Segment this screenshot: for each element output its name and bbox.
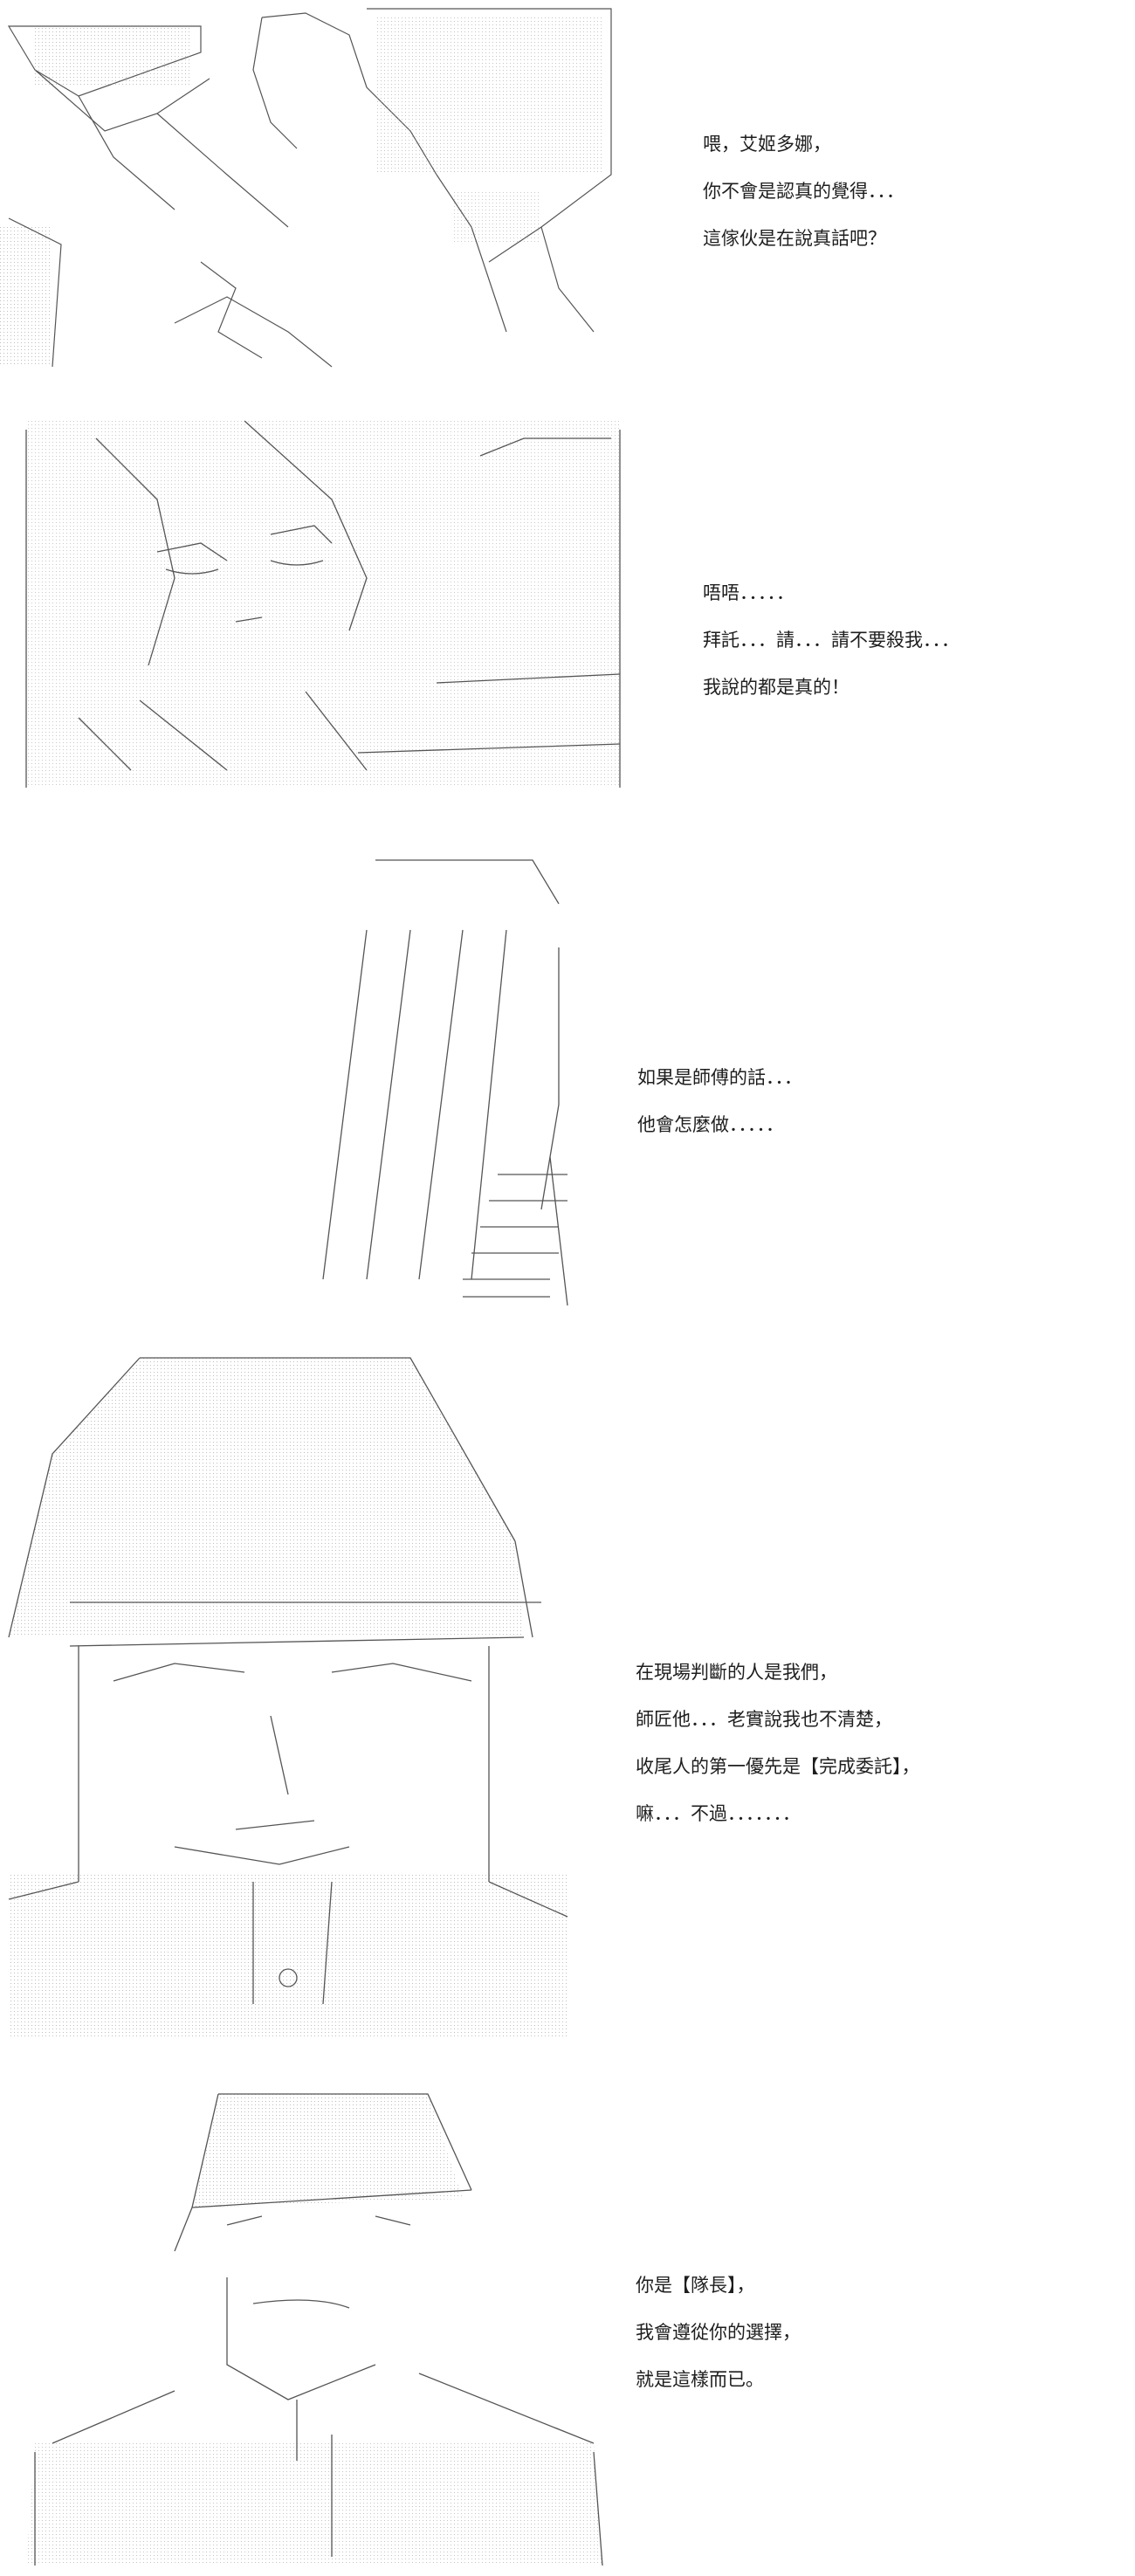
dialogue-line: 在現場判斷的人是我們， [636, 1662, 837, 1683]
dialogue-line: 唔唔．．．．． [703, 582, 794, 603]
dialogue-box: 唔唔．．．．． 拜託．．．請．．．請不要殺我．．． 我說的都是真的！ [703, 569, 960, 711]
panel-3: 如果是師傅的話．．． 他會怎麼做．．．．． [0, 843, 1135, 1323]
dialogue-line: 拜託．．．請．．．請不要殺我．．． [703, 630, 960, 651]
dialogue-line: 師匠他．．．老實說我也不清楚， [636, 1709, 892, 1730]
dialogue-line: 就是這樣而已。 [636, 2369, 764, 2390]
ascii-art-smiling-figure [0, 2077, 629, 2566]
dialogue-box: 喂，艾姬多娜， 你不會是認真的覺得．．． 這傢伙是在說真話吧？ [703, 121, 905, 262]
dialogue-line: 他會怎麼做．．．．． [637, 1114, 784, 1135]
dialogue-line: 嘛．．．不過．．．．．．． [636, 1803, 801, 1824]
dialogue-line: 我會遵從你的選擇， [636, 2322, 801, 2343]
dialogue-line: 收尾人的第一優先是【完成委託】， [636, 1756, 920, 1777]
dialogue-box: 你是【隊長】， 我會遵從你的選擇， 就是這樣而已。 [636, 2262, 801, 2403]
panel-2: 唔唔．．．．． 拜託．．．請．．．請不要殺我．．． 我說的都是真的！ [0, 403, 1135, 814]
panel-5: 你是【隊長】， 我會遵從你的選擇， 就是這樣而已。 [0, 2077, 1135, 2566]
ascii-art-drawing [322, 859, 568, 1306]
ascii-art-drawing [8, 1357, 568, 2039]
ascii-art-drawing [0, 8, 612, 368]
ascii-art-two-figures [0, 0, 646, 375]
dialogue-line: 如果是師傅的話．．． [637, 1067, 802, 1088]
ascii-art-drawing [25, 420, 621, 788]
dialogue-line: 你不會是認真的覺得．．． [703, 181, 905, 202]
dialogue-box: 在現場判斷的人是我們， 師匠他．．．老實說我也不清楚， 收尾人的第一優先是【完成… [636, 1649, 920, 1837]
ascii-art-frightened-girl [0, 403, 646, 814]
panel-4: 在現場判斷的人是我們， 師匠他．．．老實說我也不清楚， 收尾人的第一優先是【完成… [0, 1340, 1135, 2056]
dialogue-line: 我說的都是真的！ [703, 677, 850, 698]
panel-1: 喂，艾姬多娜， 你不會是認真的覺得．．． 這傢伙是在說真話吧？ [0, 0, 1135, 375]
ascii-art-hooded-figure [0, 1340, 611, 2056]
dialogue-line: 喂，艾姬多娜， [703, 134, 831, 155]
dialogue-line: 這傢伙是在說真話吧？ [703, 228, 886, 249]
ascii-art-drawing [26, 2093, 603, 2566]
ascii-art-hand-on-sword [271, 843, 620, 1323]
dialogue-line: 你是【隊長】， [636, 2275, 755, 2296]
dialogue-box: 如果是師傅的話．．． 他會怎麼做．．．．． [637, 1054, 802, 1148]
